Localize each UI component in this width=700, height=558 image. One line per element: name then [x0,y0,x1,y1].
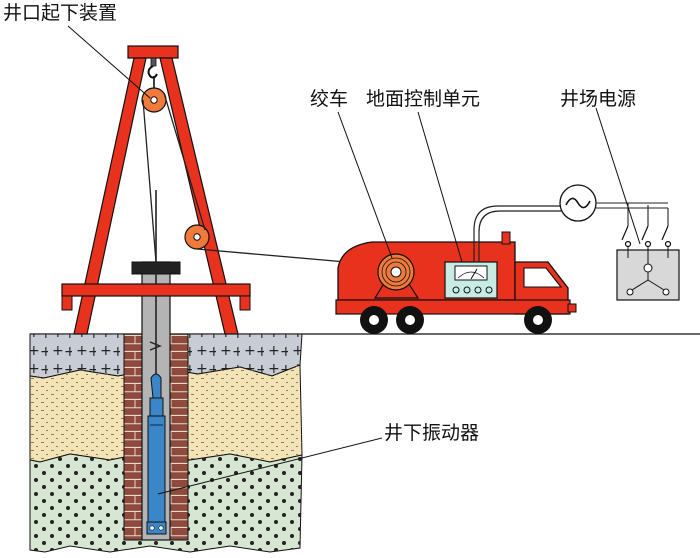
winch-truck [335,231,577,334]
downhole-vibrator-tool [146,373,167,535]
derrick [61,45,251,335]
hook-icon [147,57,158,79]
derrick-crossbar [127,45,179,59]
leader-lines [67,25,641,495]
truck-window [523,267,563,288]
brick-wall-right [169,333,189,541]
derrick-leg-left [73,57,147,335]
label-wellhead-lifting-device: 井口起下装置 [3,2,118,24]
cable-kink [149,341,162,351]
winch-drum-icon [373,253,420,299]
derrick-platform [61,283,251,297]
wheel-icon [360,306,552,334]
wellsite-power-box [616,203,680,301]
brick-wall-left [123,333,143,541]
crown-pulley-icon [141,76,167,113]
switch-icon [621,225,672,248]
label-surface-control-unit: 地面控制单元 [366,88,481,110]
power-cable [473,205,562,262]
label-wellsite-power: 井场电源 [560,88,637,110]
lower-pulley-icon [184,224,210,250]
ac-source-icon [559,184,668,222]
control-panel [444,261,498,299]
label-winch: 绞车 [310,88,349,110]
label-downhole-vibrator: 井下振动器 [384,422,480,444]
